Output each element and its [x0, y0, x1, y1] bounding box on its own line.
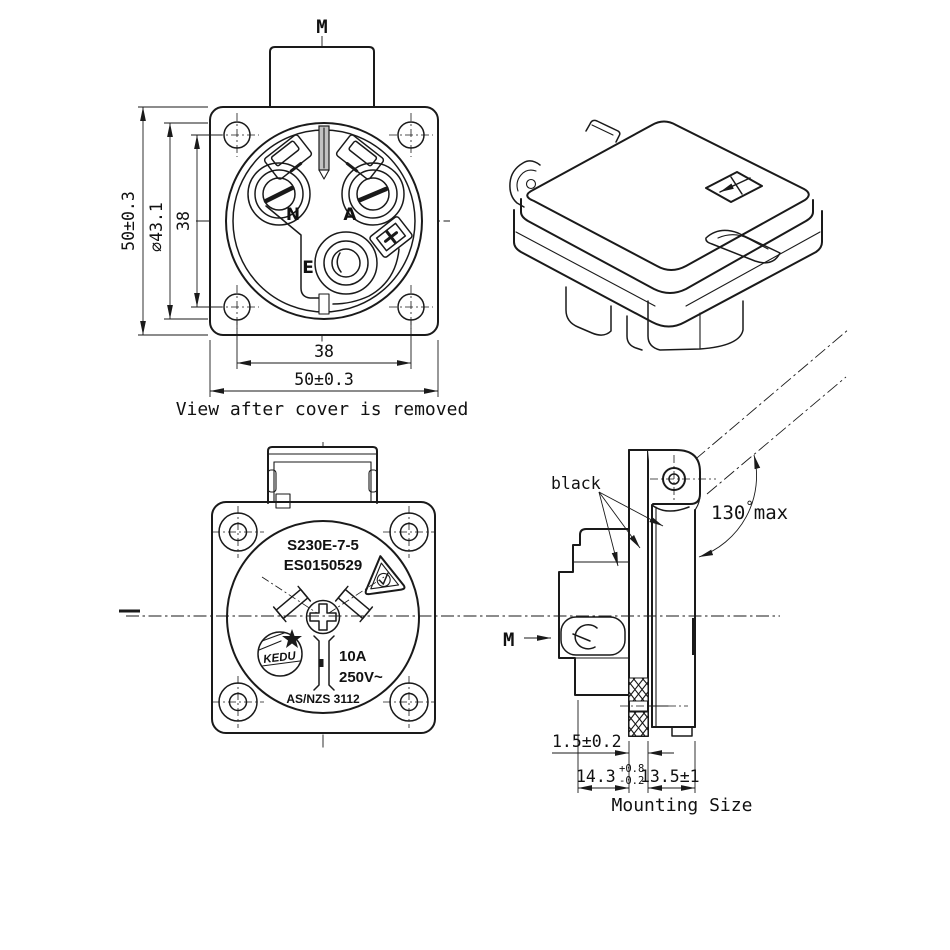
panel-hatch-bottom	[628, 711, 649, 737]
lid-rim	[520, 198, 814, 294]
contact-slot-left	[263, 134, 313, 180]
angle-arc	[698, 454, 761, 558]
latch-mouth	[560, 616, 626, 656]
bottom-slot	[318, 293, 330, 315]
connector-block	[369, 216, 413, 258]
dim-hole-span-v: 38	[174, 211, 193, 231]
dim-height: 50±0.3	[119, 191, 138, 251]
flap-bump-right	[368, 469, 378, 493]
cover-slot-left	[272, 585, 312, 623]
label-active: A	[343, 205, 357, 225]
dim-width: 50±0.3	[294, 370, 354, 389]
dim-front-tol-plus: +0.8	[619, 763, 644, 775]
terminal-earth-screw	[314, 231, 378, 295]
socket-recess-outer	[225, 122, 423, 320]
angle-value: 130	[711, 502, 745, 524]
dim-panel-thickness: 1.5±0.2	[552, 732, 622, 751]
terminal-neutral-screw	[247, 162, 311, 226]
standard-number: AS/NZS 3112	[286, 692, 360, 706]
pocket-outline-right	[332, 248, 400, 305]
color-note: black	[551, 474, 601, 493]
bottom-barrel-left	[565, 286, 612, 336]
hinge-hook-inner	[516, 169, 537, 192]
side-mounting-view: black 130°max M 1.5±0.2 14.3 +0.8 -0.2 1…	[503, 328, 850, 816]
latch-recess-inner	[717, 234, 769, 250]
kedu-logo: KEDU	[257, 629, 303, 677]
latch-hook-line	[572, 633, 591, 642]
black-leader-lines	[598, 491, 664, 567]
flap-bump-left	[267, 469, 277, 493]
hinge-hole	[525, 178, 537, 190]
front-view-with-cover: S230E-7-5 ES0150529 KEDU	[119, 442, 436, 748]
slot-centerline-left	[261, 576, 318, 614]
flap-curl	[651, 504, 690, 512]
isometric-view	[509, 119, 823, 351]
view4-caption: Mounting Size	[612, 795, 753, 816]
top-slot-notch	[318, 169, 330, 180]
rating-current: 10A	[339, 648, 367, 665]
view1-caption: View after cover is removed	[176, 399, 469, 420]
bottom-barrel-right	[647, 300, 744, 351]
earth-pin-symbol	[313, 635, 335, 691]
panel-hatch-top	[628, 677, 649, 702]
dim-front-depth: 14.3	[576, 767, 616, 786]
dim-back-depth: 13.5±1	[640, 767, 700, 786]
angle-suffix: max	[754, 502, 788, 524]
top-tab-outline	[269, 46, 375, 108]
latch-recess	[705, 229, 781, 264]
mirror-axis-label: M	[316, 16, 327, 38]
base-skirt	[513, 209, 823, 328]
kedu-logo-plate	[705, 171, 763, 203]
left-extension-lines	[138, 106, 222, 336]
flap-step	[275, 493, 291, 509]
cover-slot-right	[334, 585, 374, 623]
open-flap-phantom-line-1	[677, 328, 850, 475]
dim-diameter: ∅43.1	[147, 202, 166, 252]
bottom-barrel-mid	[626, 315, 643, 351]
model-number: S230E-7-5	[287, 537, 359, 554]
hole-crosshairs	[212, 506, 435, 728]
slot-centerline-right	[328, 576, 385, 614]
pocket-outline-left	[265, 205, 320, 299]
skirt-seam	[515, 231, 821, 307]
terminal-active-screw	[341, 162, 405, 226]
cover-screw-recess	[309, 603, 337, 631]
open-flap-phantom-line-2	[706, 376, 847, 495]
star-icon	[282, 629, 302, 648]
flap-tab-outline	[267, 446, 378, 504]
angle-unit: °	[745, 499, 753, 515]
label-earth: E	[302, 258, 314, 278]
cover-foot	[671, 726, 693, 737]
lid-tab	[585, 119, 621, 143]
rating-voltage: 250V~	[339, 669, 383, 686]
tab-fill	[271, 48, 373, 106]
extension-lines	[577, 700, 696, 793]
mirror-axis-label: M	[503, 629, 514, 651]
dim-hole-span-h: 38	[314, 342, 334, 361]
serial-number: ES0150529	[284, 557, 362, 574]
cover-screw	[305, 599, 341, 635]
angle-note: 130°max	[711, 499, 788, 524]
dim-front-tol-minus: -0.2	[619, 775, 644, 787]
hinge-hook	[509, 160, 541, 208]
lid-tab-line	[591, 124, 614, 136]
flap-fill	[269, 448, 376, 501]
front-view-cover-removed: N A E M 50±0.3 ∅43.1 38 38 50±0.3 View a…	[119, 16, 468, 420]
label-neutral: N	[286, 205, 300, 225]
socket-body-profile	[558, 528, 630, 696]
rcm-mark-icon	[364, 555, 406, 596]
bottom-extension-lines	[209, 321, 439, 397]
